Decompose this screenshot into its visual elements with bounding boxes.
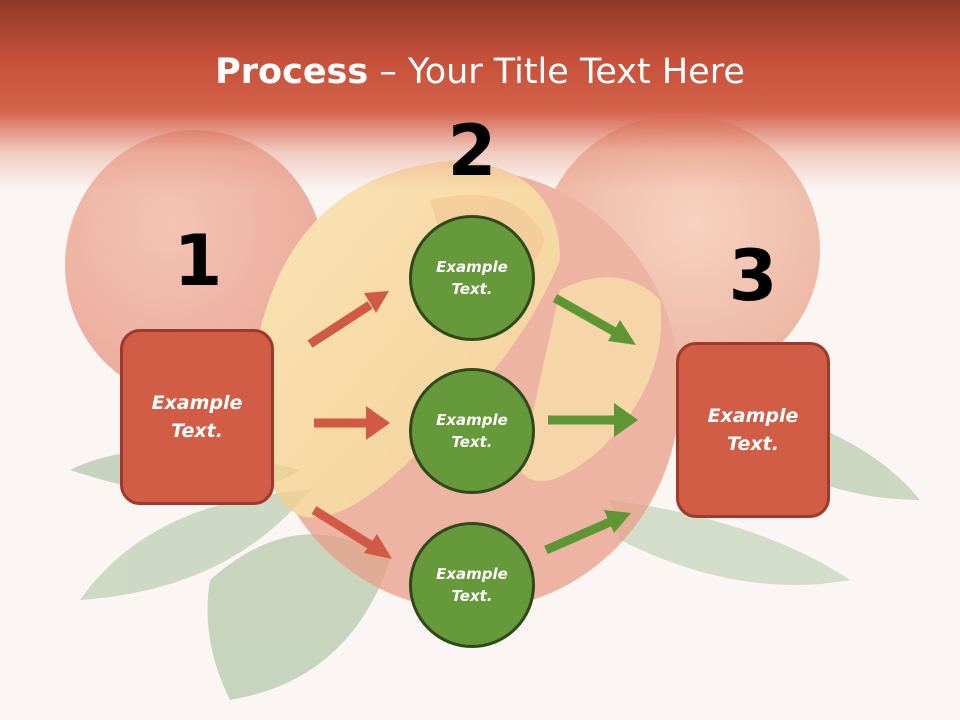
step-number-3: 3 [728, 235, 778, 317]
step-3-box: Example Text. [676, 342, 830, 518]
step-number-2: 2 [447, 110, 497, 192]
arrow-up-right-green [544, 510, 631, 555]
green-arrows [544, 294, 638, 555]
circle-top-text: Example Text. [436, 257, 508, 299]
step-1-box-text: Example Text. [151, 391, 243, 443]
title-rest: – Your Title Text Here [368, 52, 745, 92]
arrow-down-right-green [552, 294, 636, 345]
step-2-circle-bottom: Example Text. [409, 522, 535, 648]
circle-middle-text: Example Text. [436, 410, 508, 452]
arrow-up-right-red [307, 291, 389, 348]
red-arrows [307, 291, 392, 559]
step-number-1: 1 [173, 220, 223, 302]
circle-bottom-text: Example Text. [436, 564, 508, 606]
step-3-box-text: Example Text. [707, 404, 799, 456]
step-2-circle-middle: Example Text. [409, 368, 535, 494]
arrow-right-green [548, 403, 638, 437]
step-2-circle-top: Example Text. [409, 215, 535, 341]
title-band [0, 0, 960, 190]
arrow-down-right-red [311, 506, 392, 559]
arrow-right-red [314, 406, 390, 440]
slide-title: Process – Your Title Text Here [0, 52, 960, 92]
step-1-box: Example Text. [120, 329, 274, 505]
title-bold: Process [215, 52, 369, 92]
